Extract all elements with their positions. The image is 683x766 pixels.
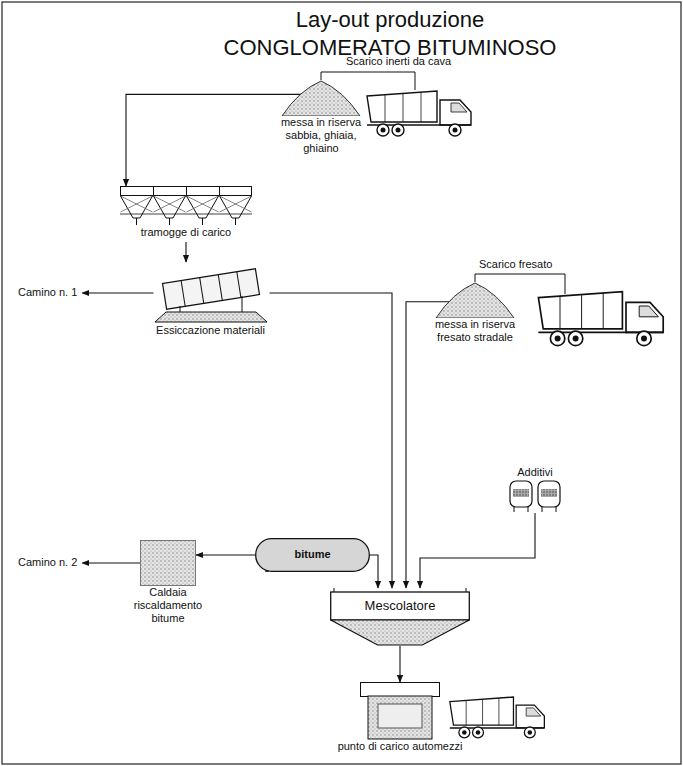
node-label: Additivi	[500, 466, 570, 479]
loading-shape	[360, 682, 440, 740]
flow-arrow	[370, 555, 378, 588]
truck-icon	[538, 292, 663, 346]
flow-arrow	[406, 302, 450, 588]
loading-node: punto di carico automezzi	[335, 682, 465, 753]
pile-shape	[281, 80, 361, 116]
flow-arrow	[185, 242, 186, 262]
flow-arrow	[82, 292, 153, 293]
text-node: Camino n. 2	[18, 556, 77, 569]
pile-node: messa in riserva fresato stradale	[425, 282, 525, 344]
text-node: Camino n. 1	[18, 286, 77, 299]
diagram-title: Lay-out produzione CONGLOMERATO BITUMINO…	[215, 6, 565, 62]
node-label: bitume	[255, 538, 370, 561]
tank-node: bitume	[255, 538, 370, 572]
dryer-node: Essiccazione materiali	[148, 262, 273, 337]
additivi-shape	[504, 479, 566, 513]
flow-label: Scarico fresato	[478, 258, 553, 271]
flow-arrow	[196, 554, 255, 555]
mixer-node: Mescolatore	[330, 588, 470, 646]
flow-arrow	[82, 562, 140, 563]
pile-shape	[435, 282, 515, 318]
node-label: tramogge di carico	[118, 226, 254, 239]
pile-node: messa in riserva sabbia, ghiaia, ghiaino	[278, 80, 364, 155]
boiler-node: Caldaia riscaldamento bitume	[128, 540, 208, 625]
truck-icon	[450, 697, 545, 738]
mixer-shape	[330, 588, 470, 646]
boiler-shape	[140, 540, 196, 586]
additivi-node: Additivi	[500, 466, 570, 513]
flow-label: Scarico inerti da cava	[345, 55, 452, 68]
node-label: Caldaia riscaldamento bitume	[128, 586, 208, 625]
node-label: messa in riserva fresato stradale	[425, 318, 525, 344]
dryer-shape	[152, 262, 270, 324]
hopper-node: tramogge di carico	[118, 186, 254, 239]
flow-arrow	[126, 94, 302, 186]
flow-arrow	[399, 646, 400, 682]
node-label: Mescolatore	[330, 588, 470, 612]
truck-icon	[367, 91, 471, 136]
unload-line	[321, 72, 415, 90]
node-label: Camino n. 1	[18, 286, 77, 299]
node-label: Camino n. 2	[18, 556, 77, 569]
hopper-shape	[120, 186, 252, 226]
node-label: messa in riserva sabbia, ghiaia, ghiaino	[278, 116, 364, 155]
flow-arrow	[420, 513, 535, 588]
node-label: Essiccazione materiali	[148, 324, 273, 337]
node-label: punto di carico automezzi	[335, 740, 465, 753]
